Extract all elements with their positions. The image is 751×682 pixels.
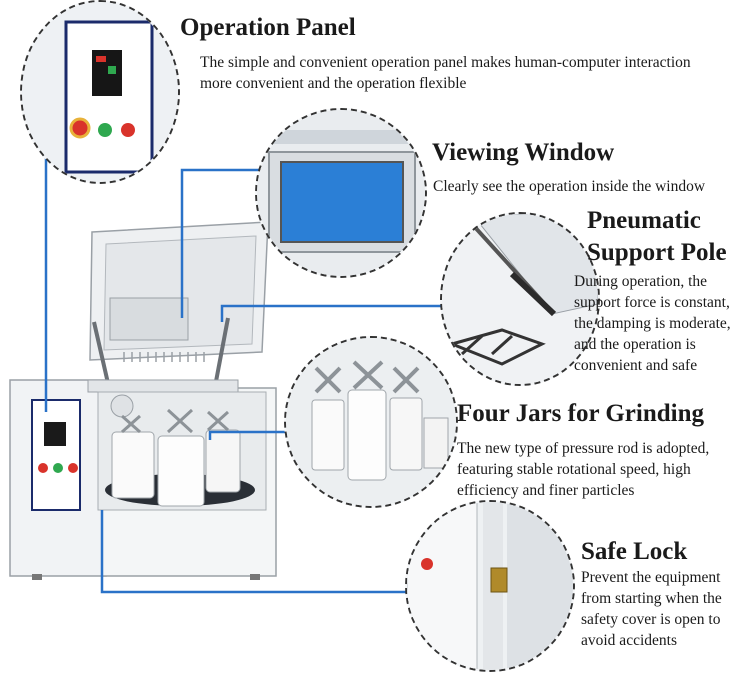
- feature-title-operation-panel: Operation Panel: [180, 14, 356, 41]
- feature-title-viewing-window: Viewing Window: [432, 139, 615, 166]
- four-jars-closeup: [284, 336, 458, 508]
- desc-line: convenient and safe: [574, 357, 698, 374]
- safe-lock-closeup: [405, 500, 575, 672]
- feature-title-safe-lock: Safe Lock: [581, 538, 688, 565]
- feature-desc-viewing-window: Clearly see the operation inside the win…: [433, 178, 706, 195]
- feature-desc-four-jars: The new type of pressure rod is adopted,…: [457, 438, 709, 501]
- feature-title-pneumatic-line2: Support Pole: [587, 239, 727, 266]
- desc-line: The new type of pressure rod is adopted,: [457, 440, 710, 457]
- desc-line: During operation, the: [574, 273, 708, 290]
- desc-line: Prevent the equipment: [581, 569, 721, 586]
- feature-title-pneumatic-line1: Pneumatic: [587, 207, 701, 234]
- desc-line: the damping is moderate,: [574, 315, 731, 332]
- pneumatic-pole-closeup: [440, 212, 600, 386]
- desc-line: and the operation is: [574, 336, 696, 353]
- viewing-window-closeup: [255, 108, 427, 278]
- feature-desc-safe-lock: Prevent the equipment from starting when…: [581, 567, 722, 651]
- desc-line: efficiency and finer particles: [457, 482, 635, 499]
- desc-line: featuring stable rotational speed, high: [457, 461, 691, 478]
- desc-line: safety cover is open to: [581, 611, 721, 628]
- feature-title-four-jars: Four Jars for Grinding: [457, 400, 705, 427]
- feature-desc-operation-panel: The simple and convenient operation pane…: [200, 54, 691, 92]
- desc-line: from starting when the: [581, 590, 722, 607]
- desc-line: support force is constant,: [574, 294, 730, 311]
- desc-line: avoid accidents: [581, 632, 677, 649]
- feature-desc-pneumatic: During operation, the support force is c…: [574, 271, 731, 376]
- operation-panel-closeup: [20, 0, 180, 184]
